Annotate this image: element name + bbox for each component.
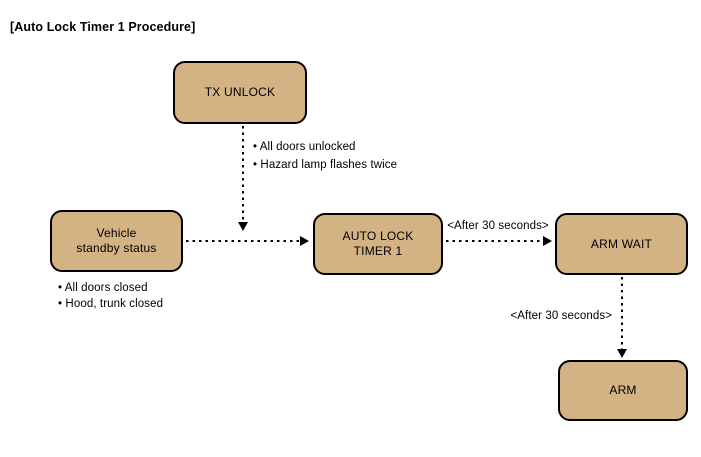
arrow-tx-unlock-down-head	[238, 222, 248, 231]
node-arm-wait-label: ARM WAIT	[590, 236, 653, 251]
node-auto-lock-timer1: AUTO LOCK TIMER 1	[313, 213, 443, 275]
arrow-vehicle-to-timer-line	[186, 240, 300, 242]
edge-label-after-30-seconds-2: <After 30 seconds>	[510, 310, 612, 322]
arrow-armwait-to-arm-line	[621, 277, 623, 349]
edge-label-after-30-seconds-1: <After 30 seconds>	[447, 220, 549, 232]
node-tx-unlock-label: TX UNLOCK	[204, 85, 276, 99]
arrow-armwait-to-arm-head	[617, 349, 627, 358]
note-line: • All doors unlocked	[253, 141, 356, 153]
node-arm: ARM	[558, 360, 688, 421]
arrow-timer-to-armwait-head	[543, 236, 552, 246]
diagram-title: [Auto Lock Timer 1 Procedure]	[10, 20, 196, 34]
node-auto-lock-label-line1: AUTO LOCK	[342, 229, 414, 243]
node-vehicle-standby-status: Vehicle standby status	[50, 210, 183, 272]
note-tx-unlock-effects: • All doors unlocked • Hazard lamp flash…	[253, 139, 397, 174]
arrow-timer-to-armwait-line	[446, 240, 543, 242]
note-line: • Hazard lamp flashes twice	[253, 158, 398, 171]
note-vehicle-conditions: • All doors closed • Hood, trunk closed	[58, 281, 163, 312]
node-auto-lock-label-line2: TIMER 1	[353, 244, 403, 258]
node-vehicle-label-line1: Vehicle	[96, 226, 137, 240]
node-arm-label: ARM	[609, 383, 637, 397]
node-tx-unlock: TX UNLOCK	[173, 61, 307, 124]
node-arm-wait: ARM WAIT	[555, 213, 688, 275]
arrow-tx-unlock-down-line	[242, 126, 244, 222]
note-line: • Hood, trunk closed	[58, 297, 164, 310]
arrow-vehicle-to-timer-head	[300, 236, 309, 246]
node-vehicle-label-line2: standby status	[76, 241, 157, 255]
note-line: • All doors closed	[58, 282, 148, 294]
